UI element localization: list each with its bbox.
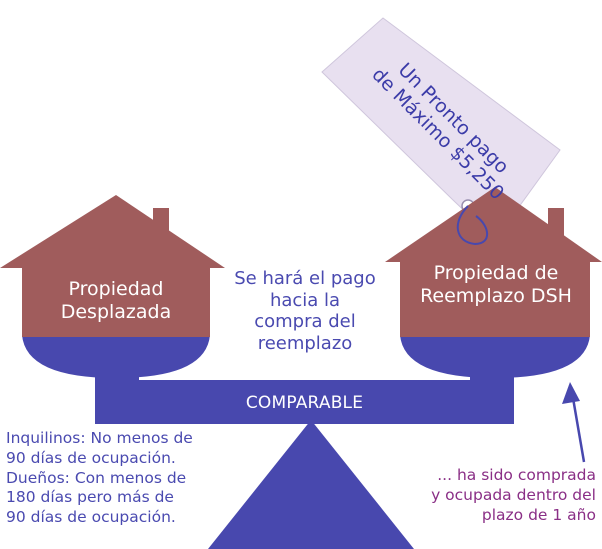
right-notes: ... ha sido comprada y ocupada dentro de…: [390, 465, 596, 525]
right-note-line: y ocupada dentro del: [431, 486, 596, 505]
left-house: [0, 195, 225, 337]
center-text: Se hará el pago hacia la compra del reem…: [220, 268, 390, 354]
left-note-line: Dueños: Con menos de: [6, 468, 187, 487]
up-arrow: [562, 382, 586, 463]
left-note-line: 180 días pero más de: [6, 488, 174, 507]
beam-label: COMPARABLE: [245, 393, 364, 413]
left-note-line: 90 días de ocupación.: [6, 508, 176, 527]
center-text-line-3: compra del: [254, 311, 356, 333]
right-note-line: plazo de 1 año: [481, 506, 596, 525]
right-house-label-line-1: Propiedad de: [433, 262, 559, 284]
center-text-line-2: hacia la: [269, 289, 341, 311]
right-pan: [400, 335, 590, 378]
left-pan: [22, 335, 210, 378]
left-house-label: Propiedad Desplazada: [22, 278, 210, 324]
left-note-line: 90 días de ocupación.: [6, 448, 176, 467]
right-note-line: ... ha sido comprada: [437, 466, 596, 484]
right-house: [385, 187, 602, 337]
left-note-line: Inquilinos: No menos de: [6, 429, 193, 447]
right-house-label-line-2: Reemplazo DSH: [420, 284, 572, 307]
left-house-label-line-2: Desplazada: [60, 300, 172, 323]
right-house-label: Propiedad de Reemplazo DSH: [396, 262, 596, 308]
left-house-label-line-1: Propiedad: [68, 278, 164, 300]
left-notes: Inquilinos: No menos de 90 días de ocupa…: [6, 429, 246, 528]
center-text-line-4: reemplazo: [257, 332, 353, 354]
fulcrum: [208, 420, 414, 549]
tag-string: [456, 205, 489, 246]
center-text-line-1: Se hará el pago: [234, 268, 376, 289]
